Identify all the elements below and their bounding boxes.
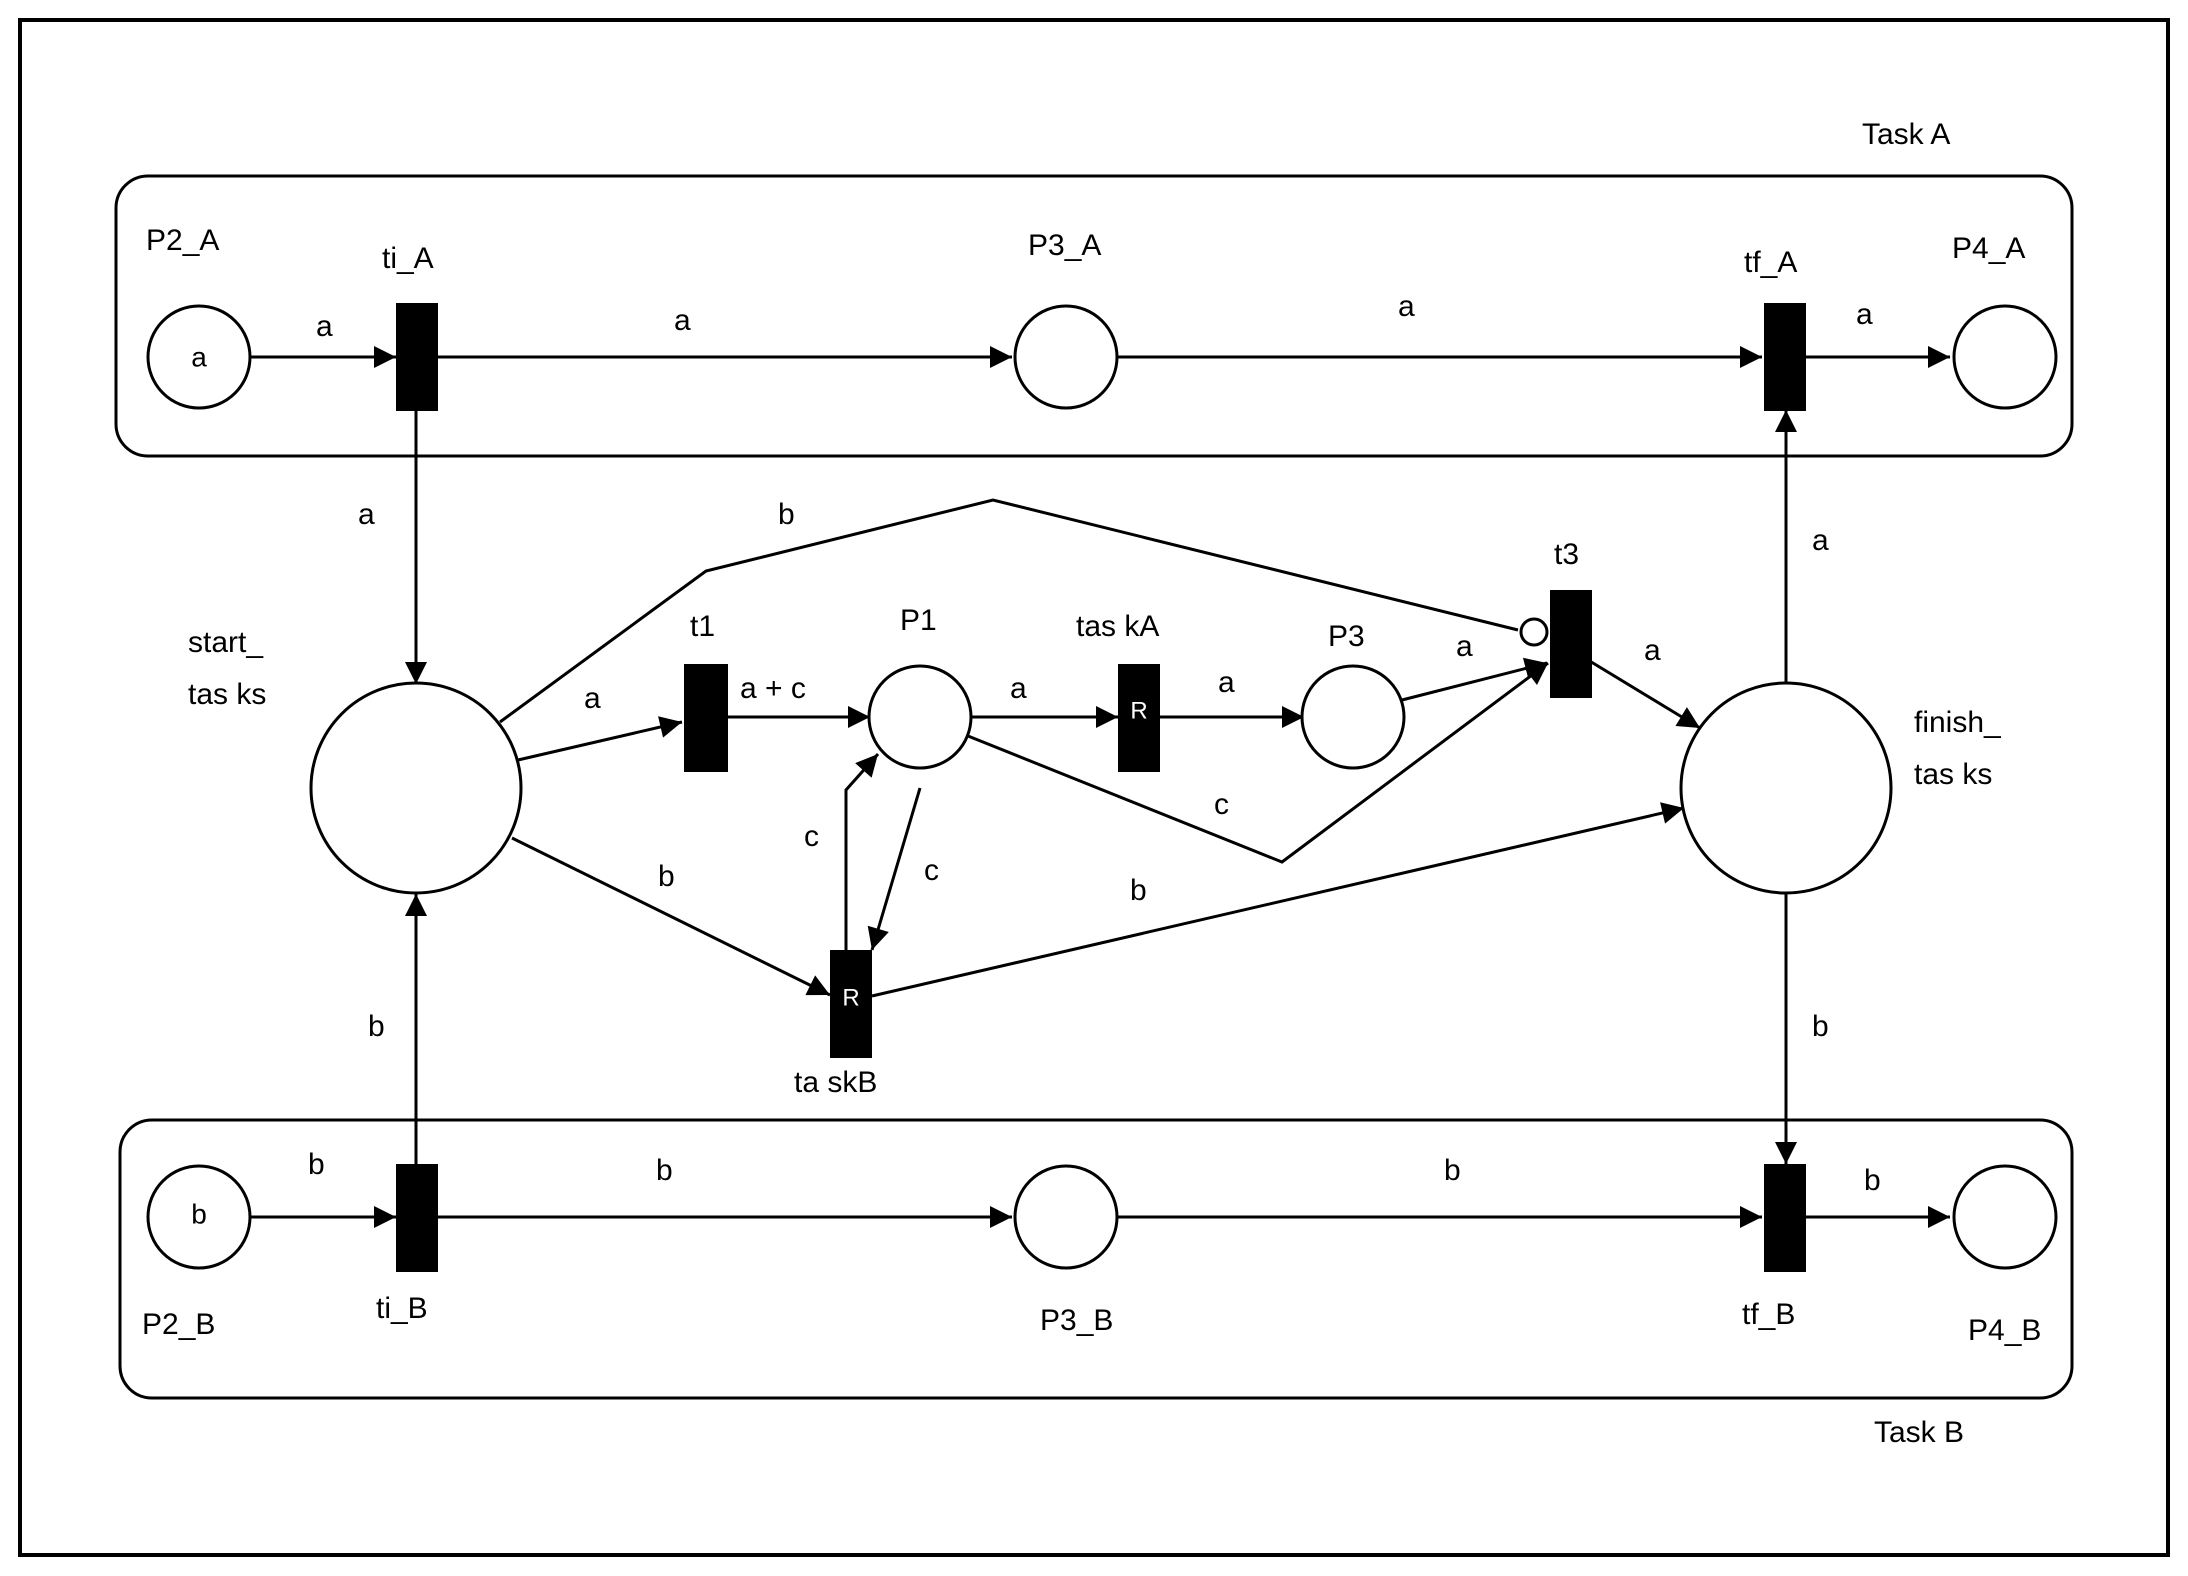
task-a-r-mark: R — [1130, 698, 1147, 725]
weight-start-t1: a — [584, 682, 601, 715]
label-p3-b: P3_B — [1040, 1304, 1113, 1337]
transition-t3 — [1550, 590, 1592, 698]
label-t3: t3 — [1554, 538, 1579, 571]
weight-tia-p3a: a — [674, 304, 691, 337]
weight-taskb-p1: c — [804, 820, 819, 853]
label-p4-b: P4_B — [1968, 1314, 2041, 1347]
transition-tf-a — [1764, 303, 1806, 411]
arc-p3-t3 — [1401, 657, 1548, 702]
label-ti-b: ti_B — [376, 1292, 428, 1325]
label-task-b: ta skB — [794, 1066, 877, 1099]
arc-p1-taskb — [867, 787, 922, 951]
task-a-group-label: Task A — [1862, 118, 1950, 151]
label-p3: P3 — [1328, 620, 1365, 653]
label-p4-a: P4_A — [1952, 232, 2025, 265]
weight-p2b-tib: b — [308, 1148, 325, 1181]
arc-taskb-p1 — [844, 753, 880, 952]
place-p3 — [1300, 664, 1406, 770]
place-p1 — [867, 664, 973, 770]
label-start-tasks-line1: start_ — [188, 626, 264, 659]
transition-ti-b — [396, 1164, 438, 1272]
token-p2-a: a — [191, 342, 207, 373]
label-finish-tasks-line2: tas ks — [1914, 758, 1992, 791]
transition-tf-b — [1764, 1164, 1806, 1272]
place-p2-a — [146, 304, 252, 410]
label-finish-tasks-line1: finish_ — [1914, 706, 2002, 739]
weight-tib-start: b — [368, 1010, 385, 1043]
weight-p1-t3: c — [1214, 788, 1229, 821]
arc-start-t1 — [517, 716, 683, 762]
arc-taskb-finish — [871, 802, 1685, 998]
place-p2-b — [146, 1164, 252, 1270]
weight-taskb-finish: b — [1130, 874, 1147, 907]
label-p3-a: P3_A — [1028, 229, 1101, 262]
weight-start-taskb: b — [658, 860, 675, 893]
weight-p3a-tfa: a — [1398, 290, 1415, 323]
arc-start-taskb — [511, 836, 831, 997]
weight-p3b-tfb: b — [1444, 1154, 1461, 1187]
task-a-group-box — [114, 174, 2074, 458]
arc-start-t3 — [499, 498, 1519, 724]
weight-t3-finish: a — [1644, 634, 1661, 667]
label-tf-b: tf_B — [1742, 1298, 1795, 1331]
label-tf-a: tf_A — [1744, 246, 1797, 279]
label-t1: t1 — [690, 610, 715, 643]
transition-task-b — [830, 950, 872, 1058]
weight-tia-start: a — [358, 498, 375, 531]
label-p1: P1 — [900, 604, 937, 637]
label-p2-b: P2_B — [142, 1308, 215, 1341]
weight-tib-p3b: b — [656, 1154, 673, 1187]
label-ti-a: ti_A — [382, 242, 434, 275]
place-finish-tasks — [1679, 681, 1893, 895]
arc-p1-t3 — [967, 661, 1549, 864]
weight-tfb-p4b: b — [1864, 1164, 1881, 1197]
weight-t1-p1: a + c — [740, 672, 806, 705]
transition-t1 — [684, 664, 728, 772]
label-start-tasks-line2: tas ks — [188, 678, 266, 711]
inhibitor-circle-t3 — [1519, 617, 1549, 647]
outer-frame — [18, 18, 2170, 1557]
weight-finish-tfa: a — [1812, 524, 1829, 557]
weight-p3-t3: a — [1456, 630, 1473, 663]
place-start-tasks — [309, 681, 523, 895]
weight-finish-tfb: b — [1812, 1010, 1829, 1043]
place-p3-a — [1013, 304, 1119, 410]
weight-p1-taska: a — [1010, 672, 1027, 705]
transition-ti-a — [396, 303, 438, 411]
place-p3-b — [1013, 1164, 1119, 1270]
weight-p1-taskb: c — [924, 854, 939, 887]
place-p4-b — [1952, 1164, 2058, 1270]
task-b-group-label: Task B — [1874, 1416, 1964, 1449]
weight-p2a-tia: a — [316, 310, 333, 343]
arc-t3-finish — [1587, 658, 1701, 730]
task-b-r-mark: R — [842, 985, 859, 1012]
weight-taska-p3: a — [1218, 666, 1235, 699]
place-p4-a — [1952, 304, 2058, 410]
label-task-a: tas kA — [1076, 610, 1159, 643]
label-p2-a: P2_A — [146, 224, 219, 257]
weight-tfa-p4a: a — [1856, 298, 1873, 331]
token-p2-b: b — [191, 1199, 207, 1230]
transition-task-a — [1118, 664, 1160, 772]
weight-start-t3: b — [778, 498, 795, 531]
task-b-group-box — [118, 1118, 2074, 1400]
